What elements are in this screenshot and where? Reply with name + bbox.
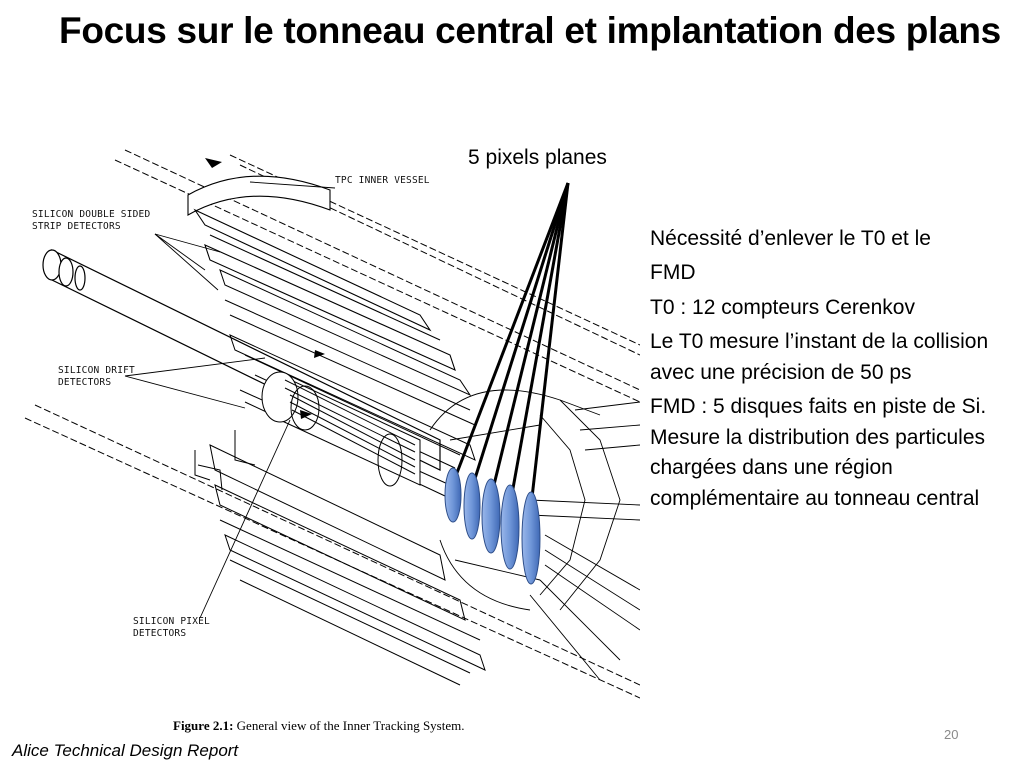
its-diagram: TPC INNER VESSEL SILICON DOUBLE SIDED ST… xyxy=(0,140,640,740)
paragraph-t0-timing: Le T0 mesure l’instant de la collision a… xyxy=(650,330,989,384)
tpc-vessel xyxy=(187,175,456,372)
label-spd-line1: SILICON PIXEL xyxy=(133,616,210,627)
label-tpc-inner-vessel: TPC INNER VESSEL xyxy=(335,175,430,186)
source-citation: Alice Technical Design Report xyxy=(12,741,239,760)
barrel-layers xyxy=(194,269,486,686)
paragraph-fmd: FMD xyxy=(650,261,696,285)
label-ssd-line2: STRIP DETECTORS xyxy=(32,221,121,232)
leader-arrows xyxy=(205,158,325,419)
figure-caption-label: Figure 2.1: xyxy=(173,718,234,733)
pixel-plane-4 xyxy=(500,484,520,570)
label-sdd-line1: SILICON DRIFT xyxy=(58,365,135,376)
label-sdd-line2: DETECTORS xyxy=(58,377,111,388)
paragraph-fmd-disks: FMD : 5 disques faits en piste de Si. Me… xyxy=(650,395,987,510)
leader-lines xyxy=(124,181,336,619)
label-spd-line2: DETECTORS xyxy=(133,628,186,639)
pixel-plane-3 xyxy=(481,478,501,554)
figure-caption-text: General view of the Inner Tracking Syste… xyxy=(233,718,465,733)
page-number: 20 xyxy=(944,727,959,742)
paragraph-necessity: Nécessité d’enlever le T0 et le xyxy=(650,227,931,250)
inner-cylinder xyxy=(261,371,421,487)
callout-lines xyxy=(453,182,570,516)
slide-title: Focus sur le tonneau central et implanta… xyxy=(59,10,1001,51)
pixel-plane-1 xyxy=(444,467,462,523)
pixel-plane-5 xyxy=(521,491,541,585)
pixel-planes xyxy=(444,467,541,585)
pixel-plane-2 xyxy=(463,472,481,540)
pixel-planes-callout: 5 pixels planes xyxy=(468,146,607,169)
side-text-block: Nécessité d’enlever le T0 et le FMD T0 :… xyxy=(650,224,1010,518)
end-cap-cone xyxy=(429,389,640,681)
paragraph-t0-counters: T0 : 12 compteurs Cerenkov xyxy=(650,295,915,319)
label-ssd-line1: SILICON DOUBLE SIDED xyxy=(32,209,150,220)
figure-caption: Figure 2.1: General view of the Inner Tr… xyxy=(173,718,464,734)
